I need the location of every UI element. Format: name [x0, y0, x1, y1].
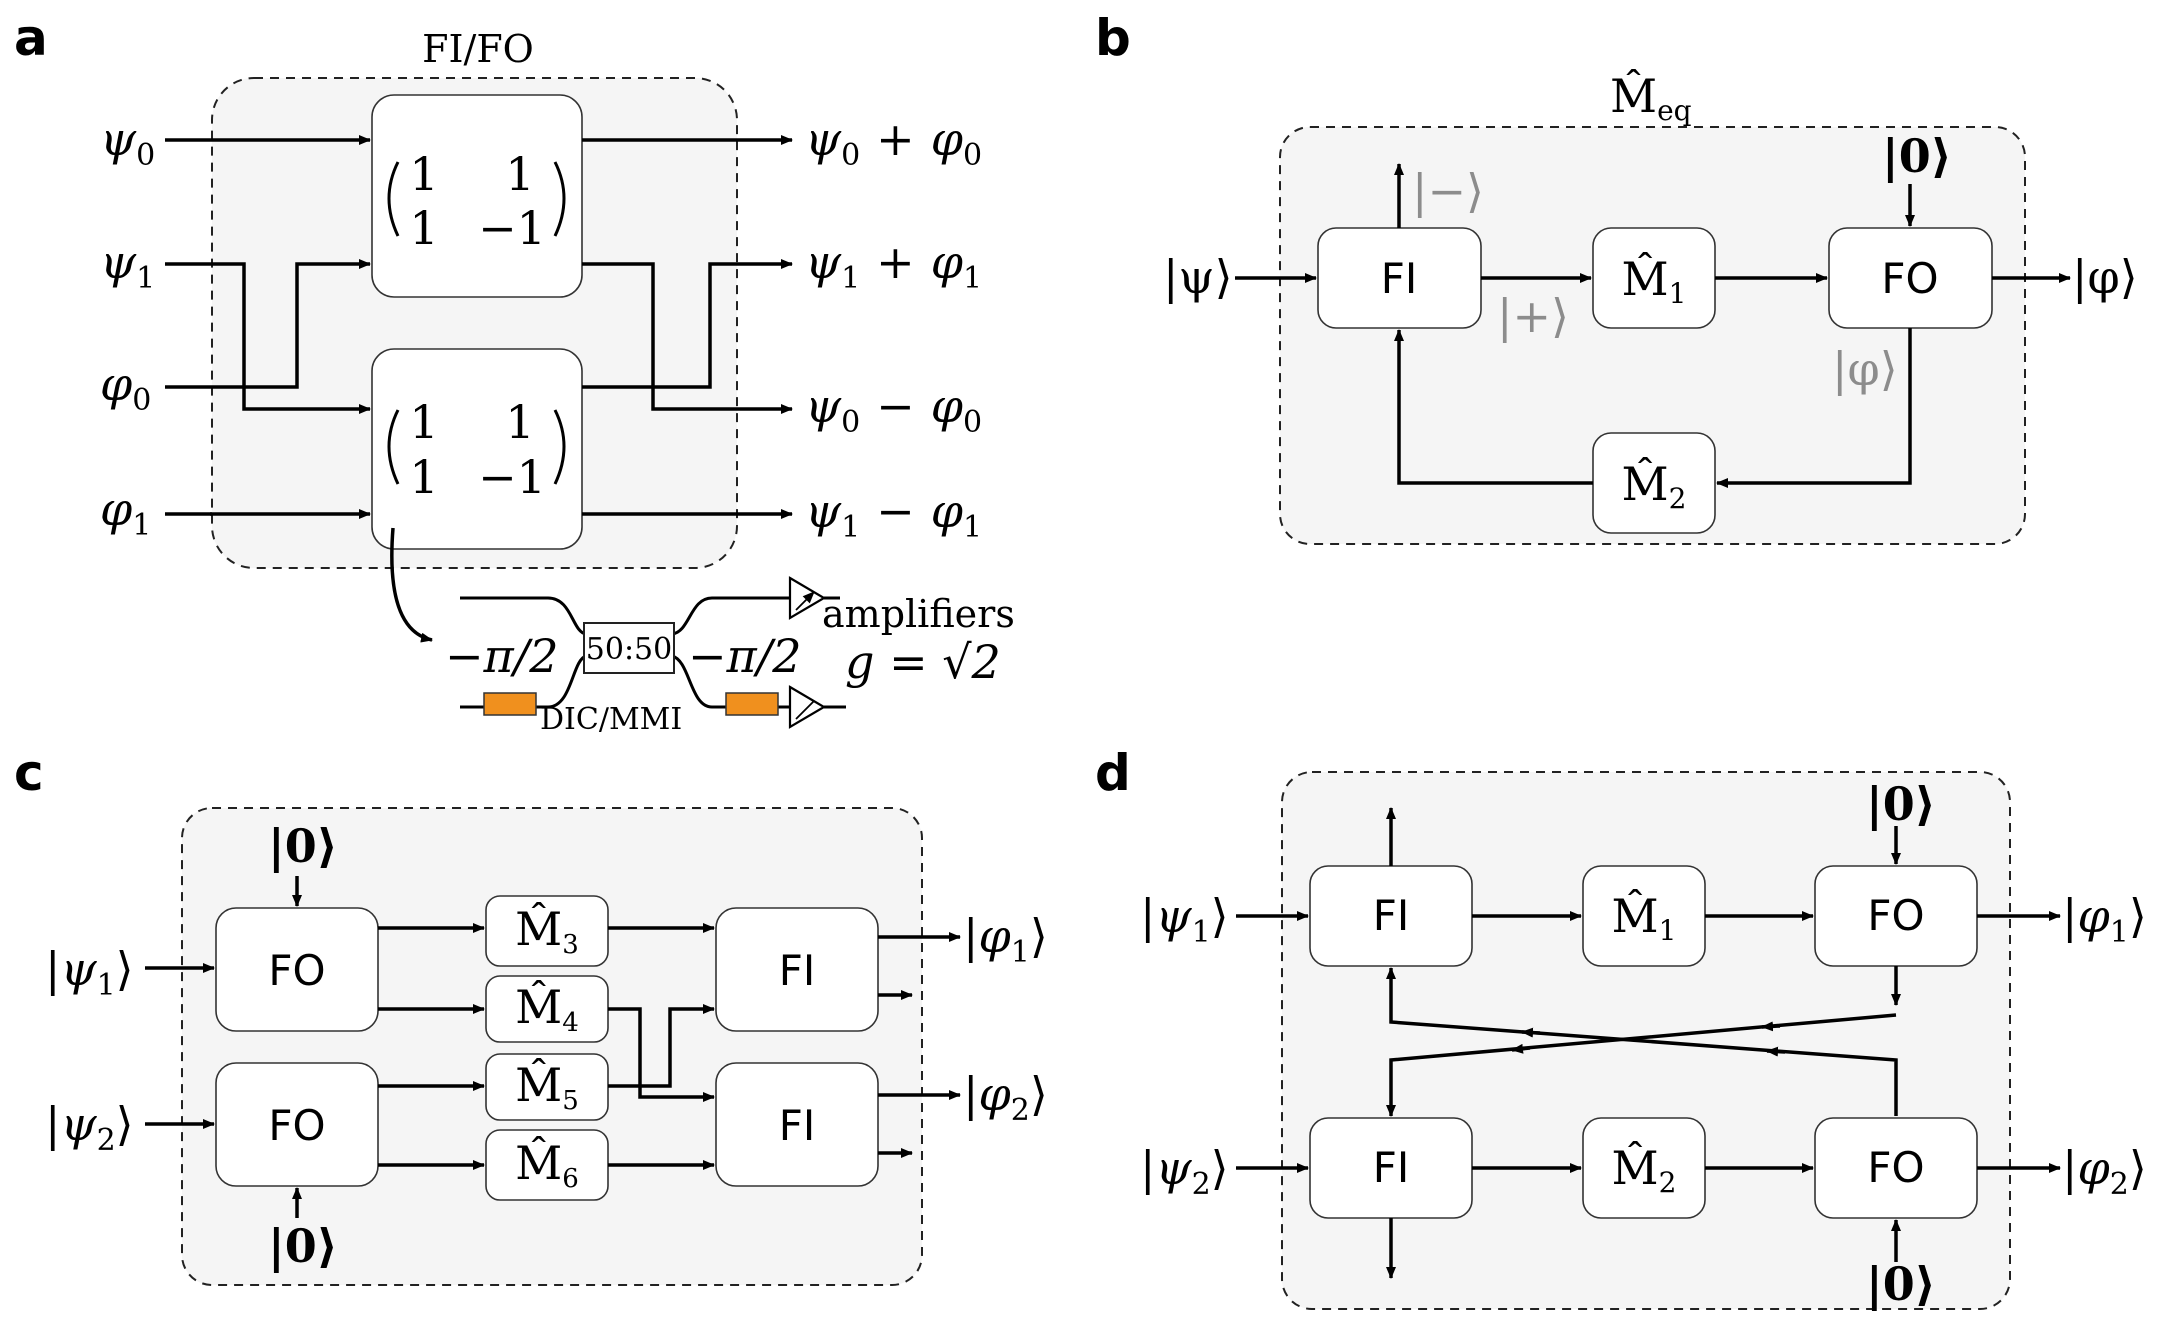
svg-text:FI: FI	[1373, 891, 1410, 940]
zero-ket-b: |0⟩	[1882, 129, 1952, 183]
fifo-output-wires	[582, 135, 793, 519]
svg-text:FO: FO	[1867, 891, 1924, 940]
svg-text:1: 1	[409, 395, 438, 449]
svg-text:M̂6: M̂6	[515, 1136, 579, 1194]
svg-text:1: 1	[409, 450, 438, 504]
amplifiers-label: amplifiers	[822, 592, 1015, 636]
panel-b: b M̂eq FI M̂1 FO M̂2 |ψ⟩ |φ⟩ |0⟩ |−⟩ |+⟩…	[1095, 9, 2138, 545]
meq-title: M̂eq	[1610, 69, 1692, 127]
amplifier-bottom	[788, 685, 827, 729]
minus-ket-b: |−⟩	[1412, 164, 1484, 218]
output-diff0: ψ0−φ0	[805, 379, 982, 440]
fo-box-c2	[215, 1062, 379, 1187]
output-diff1: ψ1−φ1	[805, 484, 982, 545]
panel-d: d FI M̂1 FO FI M̂2 FO	[1095, 744, 2147, 1311]
phase-shifter-left	[483, 692, 537, 716]
svg-text:1: 1	[505, 395, 534, 449]
svg-text:FO: FO	[268, 1101, 325, 1150]
svg-text:FO: FO	[268, 946, 325, 995]
svg-text:1: 1	[409, 147, 438, 201]
input-psi1-c: ||ψψ1⟩	[45, 942, 134, 1003]
input-phi0: φ0	[100, 357, 151, 418]
output-sum0: ψ0+φ0	[805, 112, 982, 173]
svg-text:1: 1	[409, 201, 438, 255]
output-phi2-c: ||φφ2⟩	[963, 1067, 1048, 1128]
coupler-5050	[583, 622, 675, 674]
phi-ket-gray-b: |φ⟩	[1832, 342, 1898, 396]
svg-text:M̂4: M̂4	[515, 980, 579, 1038]
input-psi0: ψ0	[100, 112, 155, 173]
fifo-input-wires	[165, 135, 371, 519]
coupler-type-label: DIC/MMI	[540, 702, 682, 737]
panel-label-d: d	[1095, 744, 1131, 802]
matrix-bottom: 1 1 1 −1	[387, 395, 566, 504]
wires-d	[1236, 807, 2061, 1279]
input-psi2-d: ||ψψ2⟩	[1140, 1141, 1229, 1202]
zero-ket-d-top: |0⟩	[1866, 777, 1936, 831]
output-sum1: ψ1+φ1	[805, 235, 982, 296]
fifo-title: FI/FO	[422, 27, 534, 71]
m3-box	[485, 895, 609, 967]
phase-shifter-right	[725, 692, 779, 716]
wires-b	[1235, 163, 2071, 488]
svg-text:FI: FI	[779, 946, 816, 995]
panel-label-c: c	[14, 744, 44, 802]
panel-label-a: a	[14, 9, 48, 67]
svg-text:FI: FI	[1381, 254, 1418, 303]
input-psi2-c: ||ψψ2⟩	[45, 1097, 134, 1158]
svg-text:FO: FO	[1867, 1143, 1924, 1192]
svg-text:FI: FI	[1373, 1143, 1410, 1192]
svg-text:M̂2: M̂2	[1622, 457, 1687, 515]
svg-text:−1: −1	[478, 201, 546, 255]
input-psi-b: |ψ⟩	[1163, 250, 1233, 304]
gain-label: g = √2	[845, 635, 1001, 689]
svg-text:FI: FI	[779, 1101, 816, 1150]
photonic-inset: 50:50 −π/2 −π/2 DIC/MMI amplifiers g = √…	[445, 576, 1015, 737]
coupler-ratio: 50:50	[586, 632, 672, 667]
input-phi1: φ1	[100, 482, 151, 543]
fo-box-c1	[215, 907, 379, 1032]
svg-text:M̂2: M̂2	[1612, 1141, 1677, 1199]
svg-text:M̂5: M̂5	[515, 1058, 579, 1116]
input-psi1: ψ1	[100, 235, 155, 296]
output-phi1-d: ||φφ1⟩	[2062, 889, 2147, 950]
input-psi1-d: ||ψψ1⟩	[1140, 889, 1229, 950]
zero-ket-c-bottom: |0⟩	[268, 1219, 338, 1273]
amplifier-top	[788, 576, 827, 620]
panel-a: a FI/FO 1 1 1 −1 1 1 1 −1 ψ0 ψ1 φ0 φ1	[14, 9, 1015, 737]
svg-text:M̂3: M̂3	[515, 902, 579, 960]
phase-label-right: −π/2	[688, 629, 802, 683]
fi-box-c1	[715, 907, 879, 1032]
svg-text:FO: FO	[1881, 254, 1938, 303]
phase-label-left: −π/2	[445, 629, 559, 683]
zero-ket-d-bottom: |0⟩	[1866, 1257, 1936, 1311]
svg-text:−1: −1	[478, 450, 546, 504]
zoom-connector	[390, 527, 433, 643]
output-phi-b: |φ⟩	[2072, 250, 2138, 304]
frame-c	[181, 807, 923, 1286]
matrix-top: 1 1 1 −1	[387, 147, 566, 255]
panel-label-b: b	[1095, 9, 1131, 67]
svg-text:1: 1	[505, 147, 534, 201]
panel-c: c FO FO FI FI M̂3 M̂4 M̂5 M̂6	[14, 744, 1048, 1286]
svg-text:M̂1: M̂1	[1622, 252, 1687, 310]
hadamard-box-bottom	[371, 348, 583, 550]
wires-c	[145, 876, 961, 1218]
fifo-frame	[211, 77, 738, 569]
output-phi1-c: ||φφ1⟩	[963, 909, 1048, 970]
output-phi2-d: ||φφ2⟩	[2062, 1141, 2147, 1202]
svg-text:M̂1: M̂1	[1612, 889, 1677, 947]
hadamard-box-top	[371, 94, 583, 298]
zero-ket-c-top: |0⟩	[268, 819, 338, 873]
plus-ket-b: |+⟩	[1497, 289, 1569, 343]
fi-box-c2	[715, 1062, 879, 1187]
